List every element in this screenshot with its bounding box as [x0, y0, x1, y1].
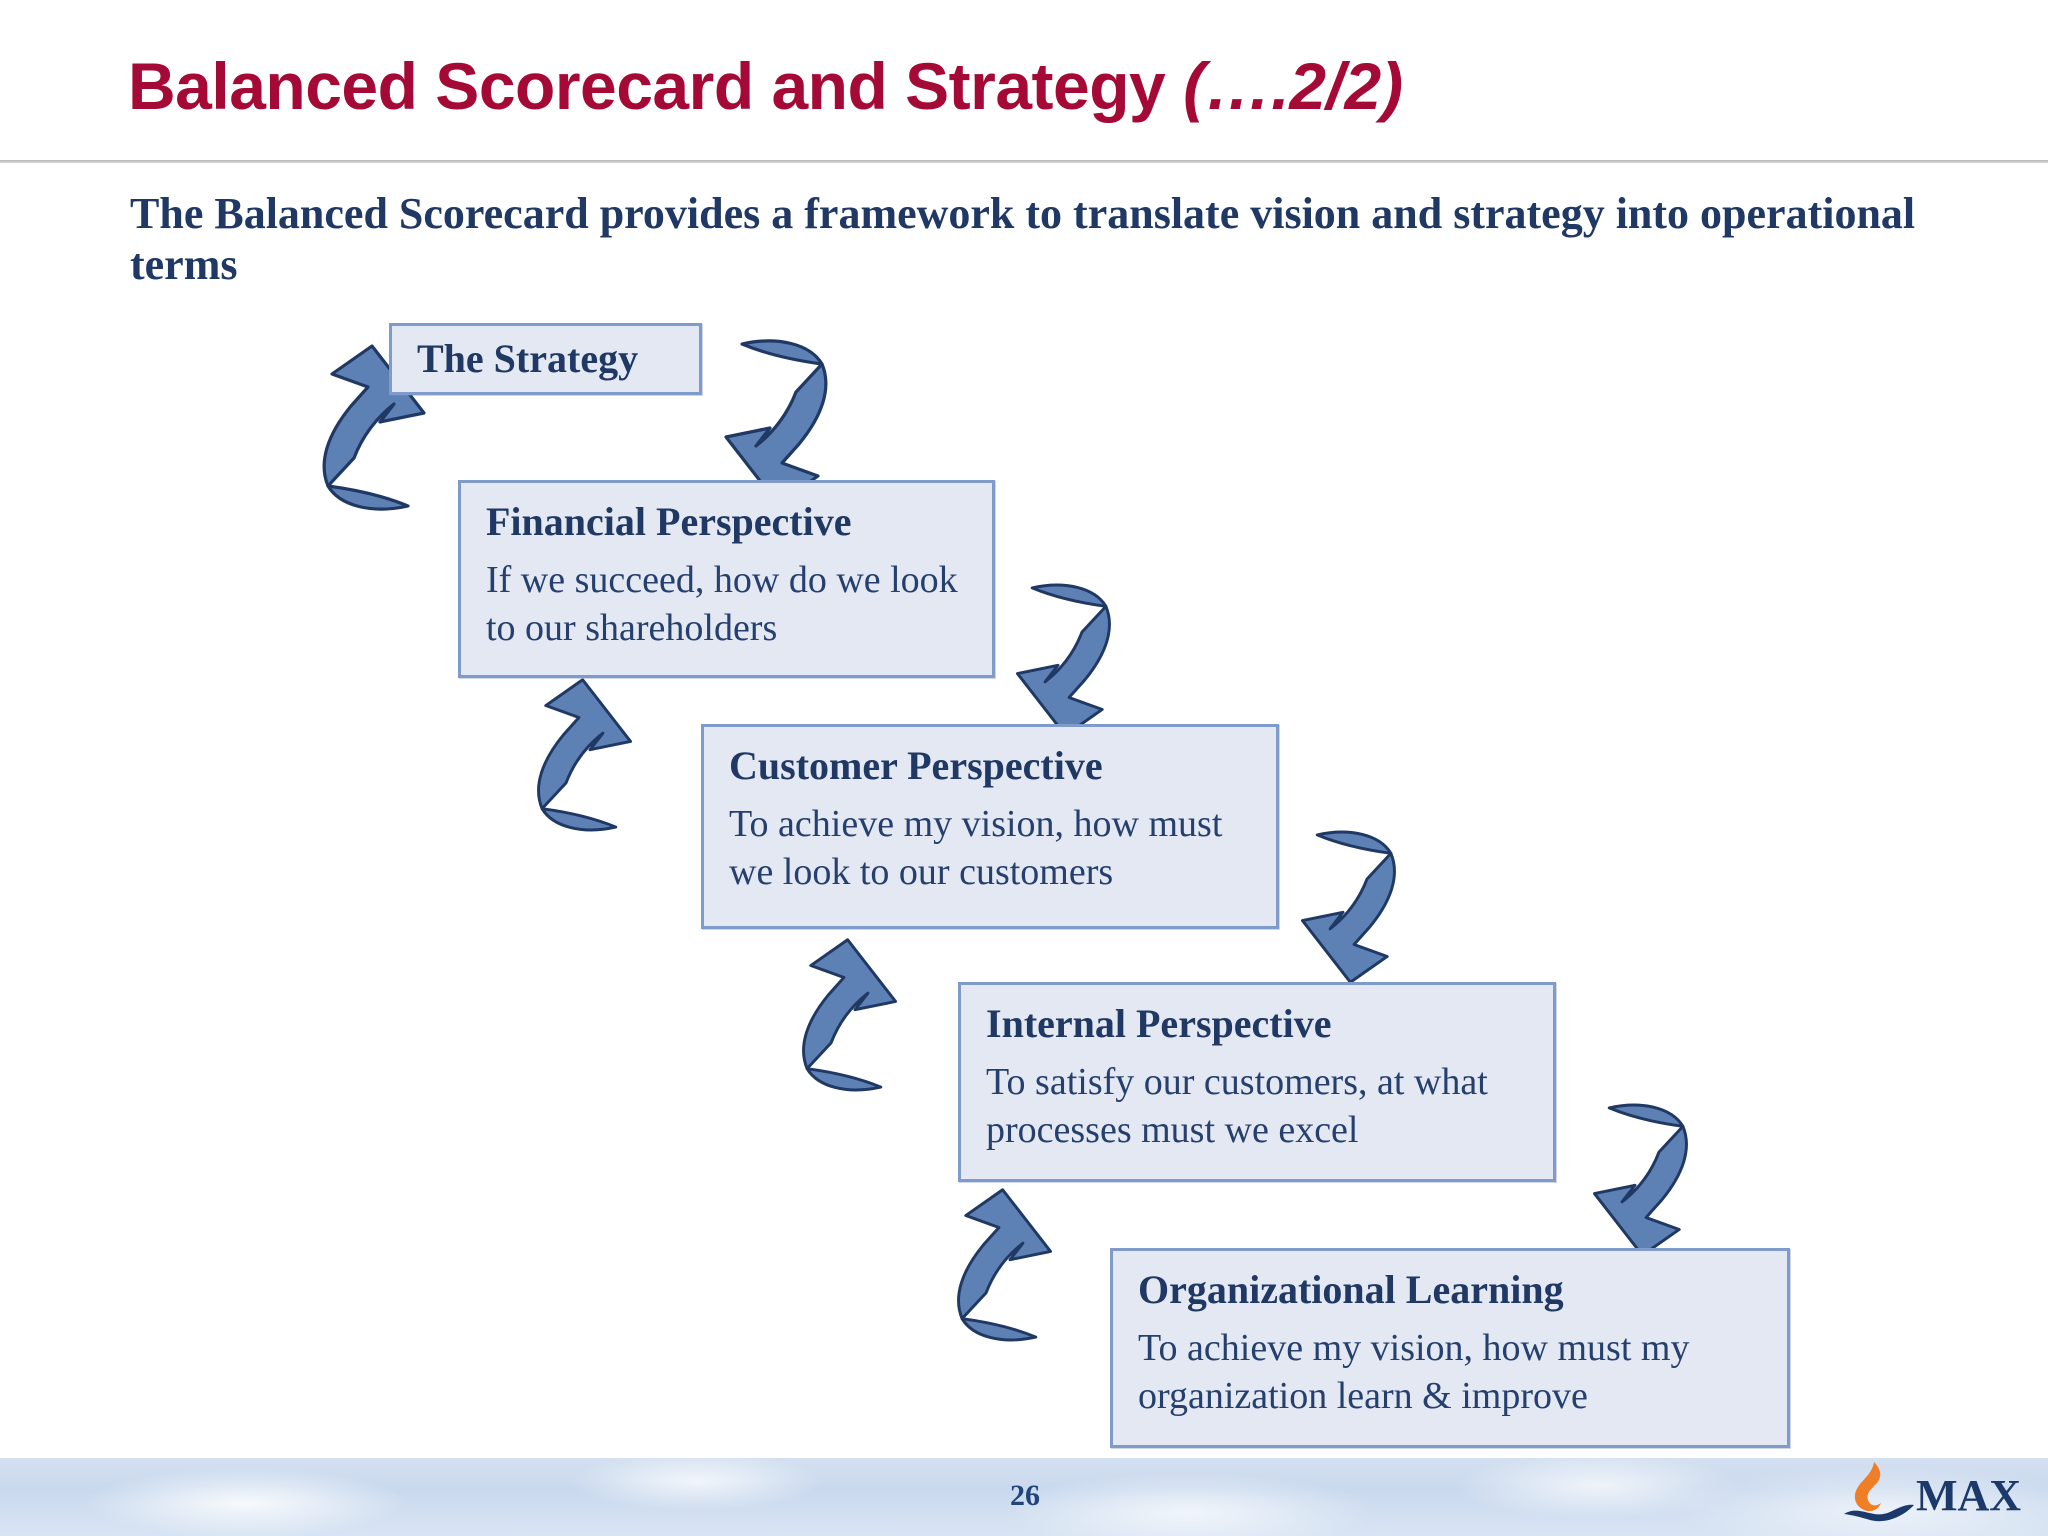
stage-title-internal: Internal Perspective — [986, 1001, 1332, 1046]
wave-icon — [1844, 1504, 1914, 1522]
stage-body-internal: To satisfy our customers, at what proces… — [986, 1061, 1488, 1151]
stage-box-customer[interactable]: Customer Perspective To achieve my visio… — [701, 724, 1279, 929]
stage-box-financial[interactable]: Financial Perspective If we succeed, how… — [458, 480, 995, 678]
footer-band — [0, 1458, 2048, 1536]
stage-body-learning: To achieve my vision, how must my organi… — [1138, 1327, 1690, 1417]
page-number: 26 — [1010, 1479, 1040, 1512]
arrow-up-to-financial-icon — [537, 678, 632, 832]
max-logo: MAX — [1844, 1462, 2021, 1522]
arrow-up-to-customer-icon — [802, 938, 897, 1092]
stage-title-customer: Customer Perspective — [729, 743, 1103, 788]
arrow-strategy-down-icon — [724, 339, 828, 506]
stage-title-learning: Organizational Learning — [1138, 1267, 1564, 1312]
arrow-internal-down-icon — [1593, 1103, 1688, 1257]
stage-title-financial: Financial Perspective — [486, 499, 852, 544]
stage-box-internal[interactable]: Internal Perspective To satisfy our cust… — [958, 982, 1556, 1182]
page-title: Balanced Scorecard and Strategy (….2/2) — [128, 49, 1404, 123]
stage-title-strategy: The Strategy — [417, 336, 639, 381]
subtitle-text: The Balanced Scorecard provides a framew… — [130, 189, 1916, 290]
arrow-up-to-internal-icon — [957, 1188, 1052, 1342]
stage-body-financial: If we succeed, how do we look to our sha… — [486, 559, 958, 649]
stage-box-learning[interactable]: Organizational Learning To achieve my vi… — [1110, 1248, 1790, 1448]
arrow-financial-down-icon — [1015, 583, 1111, 737]
page-title-suffix: (….2/2) — [1183, 49, 1404, 123]
title-divider — [0, 160, 2048, 163]
page-title-main: Balanced Scorecard and Strategy — [128, 49, 1184, 123]
stage-box-strategy[interactable]: The Strategy — [389, 323, 702, 395]
flame-icon — [1854, 1462, 1881, 1512]
logo-wordmark: MAX — [1916, 1471, 2021, 1520]
arrow-customer-down-icon — [1301, 830, 1396, 984]
stage-body-customer: To achieve my vision, how must we look t… — [729, 803, 1223, 893]
